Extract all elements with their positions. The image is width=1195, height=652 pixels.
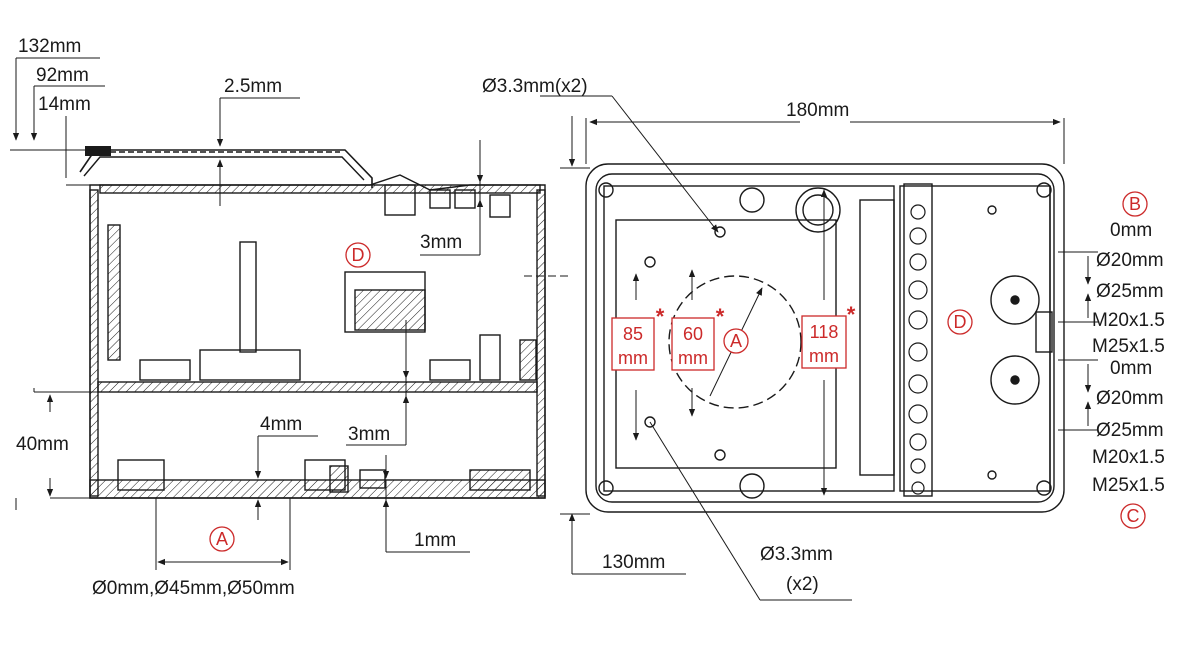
svg-text:85: 85 bbox=[623, 324, 643, 344]
side-view-labels: 132mm 92mm 14mm 2.5mm 3mm 4mm 3mm 40mm 1… bbox=[16, 36, 462, 599]
svg-text:A: A bbox=[216, 529, 228, 549]
spec-b-1: Ø20mm bbox=[1096, 250, 1164, 271]
spec-c-3: M20x1.5 bbox=[1092, 447, 1165, 468]
spec-c-2: Ø25mm bbox=[1096, 420, 1164, 441]
top-view bbox=[540, 95, 1098, 601]
svg-text:D: D bbox=[352, 245, 365, 265]
spec-c-4: M25x1.5 bbox=[1092, 475, 1165, 496]
svg-text:mm: mm bbox=[618, 348, 648, 368]
spec-b-3: M20x1.5 bbox=[1092, 310, 1165, 331]
right-spec-b: 0mm Ø20mm Ø25mm M20x1.5 M25x1.5 bbox=[1092, 220, 1165, 357]
dim-92mm: 92mm bbox=[36, 65, 89, 86]
svg-text:mm: mm bbox=[809, 346, 839, 366]
dim-2-5mm: 2.5mm bbox=[224, 76, 282, 97]
spec-c-0: 0mm bbox=[1110, 358, 1152, 379]
marker-b: B bbox=[1122, 191, 1148, 217]
top-housing bbox=[585, 163, 1065, 513]
spec-b-2: Ø25mm bbox=[1096, 281, 1164, 302]
terminal-strip bbox=[903, 183, 933, 497]
marker-a-side: A bbox=[209, 526, 235, 552]
svg-text:*: * bbox=[656, 304, 665, 329]
dim-1mm: 1mm bbox=[414, 530, 456, 551]
spec-b-4: M25x1.5 bbox=[1092, 336, 1165, 357]
box-85mm: 85 mm * bbox=[611, 304, 665, 371]
dim-3mm-lower: 3mm bbox=[348, 424, 390, 445]
svg-text:*: * bbox=[847, 302, 856, 327]
svg-text:D: D bbox=[954, 312, 967, 332]
svg-text:B: B bbox=[1129, 194, 1141, 214]
svg-text:*: * bbox=[716, 304, 725, 329]
terminal-screws bbox=[908, 204, 928, 495]
dim-130mm: 130mm bbox=[602, 552, 665, 573]
svg-text:60: 60 bbox=[683, 324, 703, 344]
marker-c: C bbox=[1120, 503, 1146, 529]
side-view bbox=[10, 57, 570, 570]
marker-a-top: A bbox=[723, 328, 749, 354]
dim-hole-bottom: Ø3.3mm bbox=[760, 544, 833, 565]
marker-d-top: D bbox=[947, 309, 973, 335]
dim-180mm: 180mm bbox=[786, 100, 849, 121]
svg-text:mm: mm bbox=[678, 348, 708, 368]
spec-b-0: 0mm bbox=[1110, 220, 1152, 241]
side-dimension-lines bbox=[10, 57, 570, 570]
dim-hole-bottom-qty: (x2) bbox=[786, 574, 819, 595]
svg-text:118: 118 bbox=[810, 322, 839, 342]
side-internals bbox=[107, 184, 537, 493]
svg-text:A: A bbox=[730, 331, 742, 351]
dim-3mm-upper: 3mm bbox=[420, 232, 462, 253]
dim-hole-top: Ø3.3mm(x2) bbox=[482, 76, 588, 97]
dim-132mm: 132mm bbox=[18, 36, 81, 57]
dim-14mm: 14mm bbox=[38, 94, 91, 115]
side-housing bbox=[89, 174, 546, 499]
marker-d-side: D bbox=[345, 242, 371, 268]
box-60mm: 60 mm * bbox=[671, 304, 725, 371]
corner-screws bbox=[598, 182, 1052, 496]
box-118mm: 118 mm * bbox=[801, 302, 856, 369]
side-lid bbox=[79, 146, 373, 188]
dim-40mm: 40mm bbox=[16, 434, 69, 455]
top-dimension-lines bbox=[540, 95, 1098, 601]
right-spec-c: 0mm Ø20mm Ø25mm M20x1.5 M25x1.5 bbox=[1092, 358, 1165, 496]
top-view-labels: 180mm 130mm Ø3.3mm(x2) Ø3.3mm (x2) 85 mm… bbox=[482, 76, 1165, 595]
dim-4mm: 4mm bbox=[260, 414, 302, 435]
dim-hole-diameters: Ø0mm,Ø45mm,Ø50mm bbox=[92, 578, 295, 599]
spec-c-1: Ø20mm bbox=[1096, 388, 1164, 409]
svg-text:C: C bbox=[1127, 506, 1140, 526]
